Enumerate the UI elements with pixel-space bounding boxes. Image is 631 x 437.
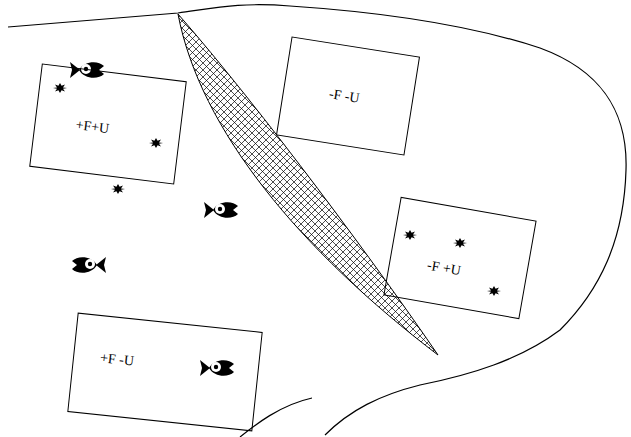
star-symbol	[111, 184, 125, 194]
fish-icon	[204, 202, 238, 218]
hatched-band	[178, 14, 438, 355]
plot-label: +F+U	[75, 117, 110, 136]
fish-icon	[72, 257, 106, 273]
star-symbol	[149, 138, 163, 148]
plot-label: +F -U	[99, 350, 134, 369]
star-symbol	[487, 286, 501, 296]
plot-box: +F+U	[29, 63, 187, 184]
plot-box: -F +U	[383, 197, 536, 319]
star-symbol	[453, 238, 467, 248]
fish-icon	[70, 62, 104, 78]
fish-icon	[200, 360, 234, 376]
plot-label: -F -U	[328, 86, 361, 106]
plot-box: +F -U	[67, 313, 262, 432]
star-symbol	[403, 230, 417, 240]
plot-box: -F -U	[276, 36, 420, 155]
plot-label: -F +U	[426, 258, 462, 279]
star-symbol	[53, 83, 67, 93]
coast-line	[8, 5, 626, 435]
